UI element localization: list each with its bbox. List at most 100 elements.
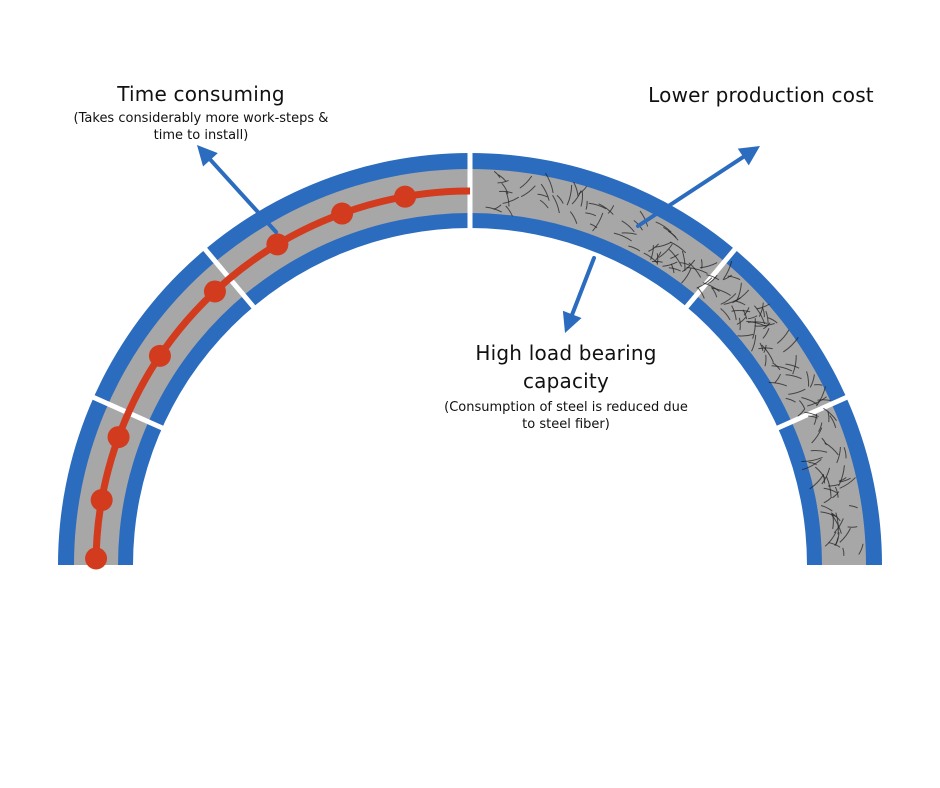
steel-fiber bbox=[813, 413, 818, 425]
steel-fiber bbox=[722, 274, 733, 281]
steel-fiber bbox=[801, 456, 823, 463]
steel-fiber bbox=[585, 212, 597, 217]
steel-fiber bbox=[818, 422, 823, 432]
steel-fiber bbox=[783, 337, 799, 353]
steel-fiber bbox=[835, 512, 839, 535]
load-capacity-subtitle: (Consumption of steel is reduced due to … bbox=[444, 400, 688, 432]
steel-fiber bbox=[711, 286, 718, 298]
steel-fiber bbox=[767, 317, 778, 324]
steel-fiber bbox=[838, 465, 845, 487]
steel-fiber bbox=[768, 381, 788, 387]
steel-fiber bbox=[628, 245, 641, 252]
steel-fiber bbox=[820, 505, 833, 512]
lower-cost-title: Lower production cost bbox=[648, 83, 874, 107]
steel-fiber bbox=[823, 496, 833, 504]
steel-fiber bbox=[697, 286, 705, 299]
steel-fiber bbox=[668, 267, 681, 272]
steel-fiber bbox=[573, 181, 579, 197]
load-capacity-arrow bbox=[562, 256, 596, 333]
steel-fiber bbox=[743, 307, 750, 316]
steel-fiber bbox=[540, 183, 550, 201]
rebar-node bbox=[90, 489, 113, 512]
steel-fiber bbox=[816, 386, 826, 407]
arrow-shaft bbox=[570, 256, 596, 317]
steel-fiber bbox=[720, 293, 737, 305]
steel-fiber bbox=[848, 505, 858, 509]
steel-fiber bbox=[668, 249, 683, 267]
steel-fiber bbox=[806, 371, 810, 387]
steel-fiber bbox=[774, 373, 781, 384]
rebar-node bbox=[107, 426, 130, 449]
steel-fiber bbox=[839, 477, 856, 489]
steel-fiber bbox=[732, 289, 750, 304]
steel-fiber bbox=[817, 399, 831, 402]
steel-fiber bbox=[814, 466, 826, 479]
steel-fiber bbox=[651, 260, 663, 263]
steel-fiber bbox=[804, 411, 819, 418]
steel-fiber bbox=[785, 374, 802, 380]
time-consuming-arrow bbox=[197, 145, 278, 234]
steel-fiber bbox=[748, 315, 758, 320]
steel-fiber bbox=[545, 172, 554, 194]
rebar-node bbox=[148, 344, 171, 367]
arrow-shaft bbox=[636, 154, 746, 228]
steel-fiber bbox=[847, 526, 858, 528]
steel-fiber bbox=[809, 374, 815, 388]
steel-fiber bbox=[843, 447, 847, 459]
steel-fiber bbox=[639, 210, 649, 227]
steel-fiber bbox=[505, 191, 510, 207]
steel-fiber bbox=[731, 305, 737, 321]
right-lower-joint bbox=[771, 392, 853, 433]
steel-fiber bbox=[643, 252, 658, 264]
steel-fiber bbox=[681, 268, 692, 284]
steel-fiber bbox=[801, 458, 822, 471]
steel-fiber bbox=[833, 518, 844, 534]
steel-fiber bbox=[824, 531, 837, 547]
steel-fiber bbox=[571, 190, 582, 205]
steel-fiber bbox=[808, 415, 818, 419]
steel-fiber bbox=[813, 384, 823, 386]
steel-fiber bbox=[758, 302, 764, 317]
steel-fiber bbox=[759, 342, 764, 351]
steel-fiber bbox=[823, 407, 837, 422]
steel-fiber bbox=[801, 396, 819, 406]
steel-fiber bbox=[765, 310, 769, 326]
steel-fiber bbox=[731, 310, 751, 313]
steel-fiber bbox=[820, 511, 837, 518]
steel-fiber bbox=[836, 447, 841, 464]
steel-fiber bbox=[539, 199, 549, 209]
steel-fiber bbox=[811, 427, 823, 444]
steel-fiber bbox=[839, 528, 851, 543]
steel-fiber bbox=[747, 321, 768, 324]
steel-fiber bbox=[650, 245, 654, 260]
steel-fiber bbox=[785, 397, 796, 403]
steel-fiber bbox=[792, 355, 797, 375]
steel-fiber bbox=[648, 243, 660, 252]
arrow-shaft bbox=[208, 157, 278, 234]
steel-fiber bbox=[736, 282, 742, 302]
load-capacity-label: High load bearing capacity (Consumption … bbox=[440, 339, 692, 433]
steel-fibers bbox=[485, 170, 864, 556]
steel-fiber bbox=[797, 408, 805, 417]
rebar-node bbox=[266, 233, 289, 256]
steel-fiber bbox=[762, 328, 770, 339]
steel-fiber bbox=[598, 203, 614, 215]
steel-fiber bbox=[552, 195, 560, 214]
steel-fiber bbox=[668, 230, 677, 238]
steel-fiber bbox=[828, 542, 841, 548]
steel-fiber bbox=[821, 437, 827, 446]
steel-fiber bbox=[505, 205, 513, 217]
rebar-node bbox=[331, 202, 354, 225]
steel-fiber bbox=[738, 317, 741, 331]
steel-fiber bbox=[763, 344, 767, 353]
steel-fiber bbox=[686, 266, 708, 274]
steel-fiber bbox=[821, 467, 831, 485]
time-consuming-title: Time consuming bbox=[117, 82, 285, 106]
rebar-line bbox=[85, 185, 471, 570]
steel-fiber bbox=[499, 190, 513, 194]
steel-fiber bbox=[808, 461, 817, 465]
steel-fiber bbox=[696, 277, 713, 289]
arrow-head bbox=[737, 146, 760, 166]
steel-fiber bbox=[776, 329, 790, 344]
